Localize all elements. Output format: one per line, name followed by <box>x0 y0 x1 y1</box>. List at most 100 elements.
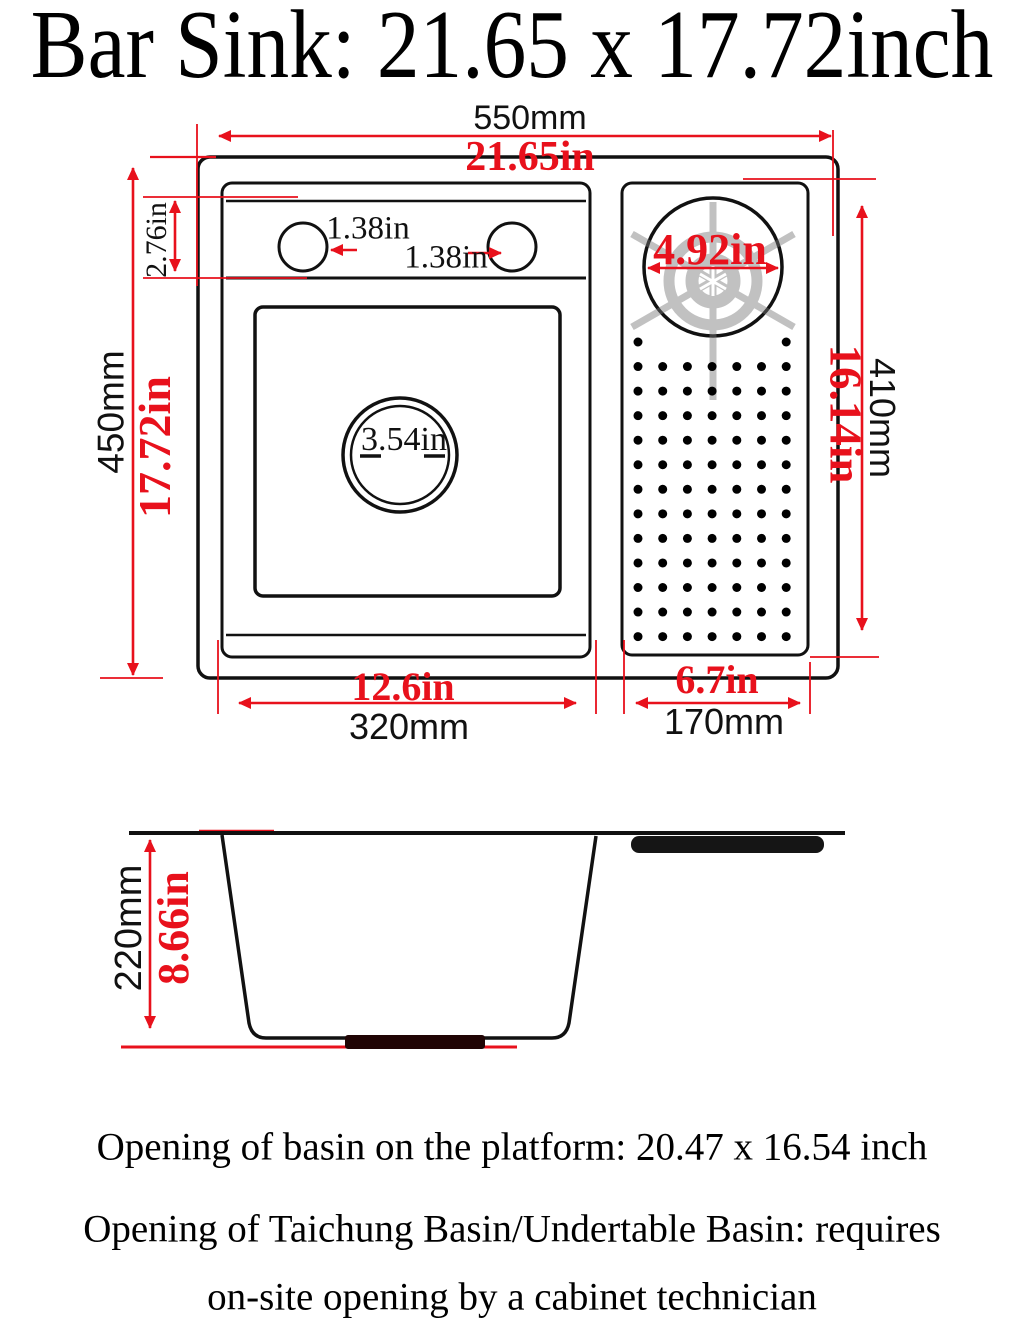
perforation-dot <box>732 484 742 494</box>
perforation-dot <box>707 558 717 568</box>
perforation-dot <box>658 632 668 642</box>
perforation-dot <box>732 558 742 568</box>
perforation-dot <box>682 533 692 543</box>
perforation-dot <box>658 533 668 543</box>
perforation-dot <box>757 558 766 568</box>
perforation-dot <box>682 583 692 592</box>
perforation-dot <box>633 337 643 347</box>
perforation-dot <box>633 435 643 445</box>
perforation-dot <box>732 435 742 445</box>
perforation-dot <box>658 509 668 519</box>
basin-drain-profile-bar <box>345 1035 485 1049</box>
perforation-dot <box>732 411 742 421</box>
perforation-dot <box>658 411 668 421</box>
note-undertable-opening-1: Opening of Taichung Basin/Undertable Bas… <box>83 1207 941 1251</box>
perforation-dot <box>658 558 668 568</box>
perforation-dot <box>633 386 643 396</box>
dimension-arrows <box>127 130 868 1029</box>
basin-drain-outer-circle <box>341 396 459 514</box>
perforation-dot <box>732 362 742 372</box>
dim-depth-in: 8.66in <box>149 871 198 985</box>
perforation-dot <box>682 435 692 445</box>
dim-right-height-in: 16.14in <box>820 344 871 484</box>
perforation-dot <box>658 362 668 372</box>
perforation-dot <box>682 607 692 617</box>
sink-outer-rim <box>196 155 840 680</box>
perforation-dot <box>633 533 643 543</box>
perforation-dot <box>781 509 791 519</box>
dim-overall-height-in: 17.72in <box>129 376 180 518</box>
perforation-dot <box>658 460 668 470</box>
perforation-dot <box>757 632 766 642</box>
perforation-dot <box>633 607 643 617</box>
dim-depth-mm: 220mm <box>108 864 150 992</box>
dim-faucet-left-in: 1.38in <box>326 210 410 247</box>
note-platform-opening: Opening of basin on the platform: 20.47 … <box>96 1125 928 1169</box>
perforation-dot <box>781 435 791 445</box>
perforation-dot <box>781 533 791 543</box>
dim-overall-width-mm: 550mm <box>473 99 587 137</box>
basin-profile <box>220 834 598 1040</box>
perforation-dot <box>707 533 717 543</box>
perforation-dot <box>633 558 643 568</box>
perforation-dot <box>707 411 717 421</box>
perforation-dot <box>682 362 692 372</box>
perforation-dot <box>781 484 791 494</box>
perforation-dot <box>658 607 668 617</box>
top-view-outline <box>196 155 840 680</box>
perforation-dot <box>682 509 692 519</box>
perforation-dot <box>682 558 692 568</box>
perforation-dot <box>781 632 791 642</box>
drain-fitting-graphic <box>630 202 796 400</box>
perforation-dot <box>757 362 766 372</box>
dim-overall-height-mm: 450mm <box>90 350 132 474</box>
perforation-dot <box>707 607 717 617</box>
perforation-dot <box>781 337 791 347</box>
perforation-dot <box>658 583 668 592</box>
side-view <box>121 831 845 1049</box>
drainboard-profile-bar <box>631 836 824 853</box>
perforation-dot <box>757 460 766 470</box>
perforation-dot <box>633 362 643 372</box>
perforation-dot <box>732 533 742 543</box>
dim-basin-width-in: 12.6in <box>351 664 455 709</box>
perforation-dot <box>732 583 742 592</box>
dim-overall-width-in: 21.65in <box>465 134 595 180</box>
faucet-hole-right <box>486 221 538 273</box>
perforation-dot <box>707 484 717 494</box>
perforation-dot <box>757 386 766 396</box>
perforation-dot <box>732 386 742 396</box>
perforation-dot <box>757 411 766 421</box>
perforation-dot <box>707 362 717 372</box>
perforation-dot <box>707 583 717 592</box>
drainboard-perforation-dots <box>633 337 791 642</box>
perforation-dot <box>781 411 791 421</box>
perforation-dot <box>781 362 791 372</box>
perforation-dot <box>633 632 643 642</box>
perforation-dot <box>633 583 643 592</box>
perforation-dot <box>757 583 766 592</box>
left-section-outline <box>220 181 592 659</box>
perforation-dot <box>732 460 742 470</box>
perforation-dot <box>757 509 766 519</box>
perforation-dot <box>707 460 717 470</box>
perforation-dot <box>732 509 742 519</box>
perforation-dot <box>633 509 643 519</box>
dim-drainboard-width-mm: 170mm <box>663 701 785 742</box>
perforation-dot <box>682 460 692 470</box>
dim-basin-drain-in: 3.54in <box>361 421 447 458</box>
perforation-dot <box>682 386 692 396</box>
perforation-dot <box>781 386 791 396</box>
basin-outline <box>253 305 562 598</box>
perforation-dot <box>682 411 692 421</box>
basin-drain-inner-circle <box>349 404 451 506</box>
faucet-hole-left <box>277 221 329 273</box>
perforation-dot <box>732 607 742 617</box>
dim-deck-height-in: 2.76in <box>140 202 173 278</box>
perforation-dot <box>658 435 668 445</box>
perforation-dot <box>633 460 643 470</box>
perforation-dot <box>707 435 717 445</box>
perforation-dot <box>658 386 668 396</box>
perforation-dot <box>633 484 643 494</box>
